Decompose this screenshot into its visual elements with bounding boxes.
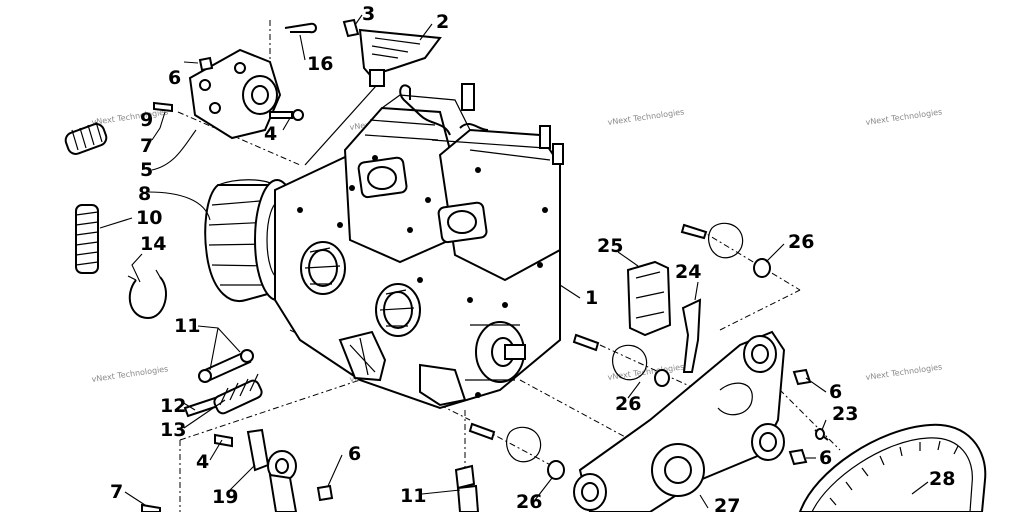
callout-6: 6: [829, 381, 842, 403]
callout-14: 14: [140, 233, 166, 255]
watermark-text: vNext Technologies: [865, 362, 943, 382]
callout-19: 19: [212, 486, 238, 508]
callout-8: 8: [138, 183, 151, 205]
leader-lines: [99, 14, 929, 509]
callout-11: 11: [400, 485, 426, 507]
callout-1: 1: [585, 287, 598, 309]
engine-assembly: [204, 83, 564, 410]
callout-11: 11: [174, 315, 200, 337]
callout-16: 16: [307, 53, 333, 75]
lower-fitting: [454, 464, 480, 512]
callout-25: 25: [597, 235, 623, 257]
callout-26: 26: [516, 491, 542, 512]
callout-12: 12: [160, 395, 186, 417]
drive-bracket-group: [468, 222, 987, 512]
upper-mount-group: [64, 18, 442, 166]
callout-labels: 1 2 3 4 4 5 6 6 6 6 7 7 8 9 10 11 11 12 …: [110, 3, 955, 512]
callout-10: 10: [136, 207, 162, 229]
watermark-text: vNext Technologies: [91, 364, 169, 384]
callout-24: 24: [675, 261, 701, 283]
left-parts-group: [75, 204, 263, 418]
callout-26: 26: [788, 231, 814, 253]
callout-2: 2: [436, 11, 449, 33]
callout-3: 3: [362, 3, 375, 25]
callout-4: 4: [196, 451, 209, 473]
callout-13: 13: [160, 419, 186, 441]
callout-7: 7: [110, 481, 123, 503]
lower-mount-group: [141, 428, 334, 512]
callout-4: 4: [264, 123, 277, 145]
callout-28: 28: [929, 468, 955, 490]
watermark-text: vNext Technologies: [865, 107, 943, 127]
watermark-text: vNext Technologies: [607, 107, 685, 127]
callout-6: 6: [348, 443, 361, 465]
spring-left-top: [64, 121, 108, 155]
callout-6: 6: [819, 447, 832, 469]
callout-6: 6: [168, 67, 181, 89]
callout-26: 26: [615, 393, 641, 415]
callout-5: 5: [140, 159, 153, 181]
callout-7: 7: [140, 135, 153, 157]
callout-27: 27: [714, 495, 740, 512]
callout-9: 9: [140, 109, 153, 131]
callout-23: 23: [832, 403, 858, 425]
